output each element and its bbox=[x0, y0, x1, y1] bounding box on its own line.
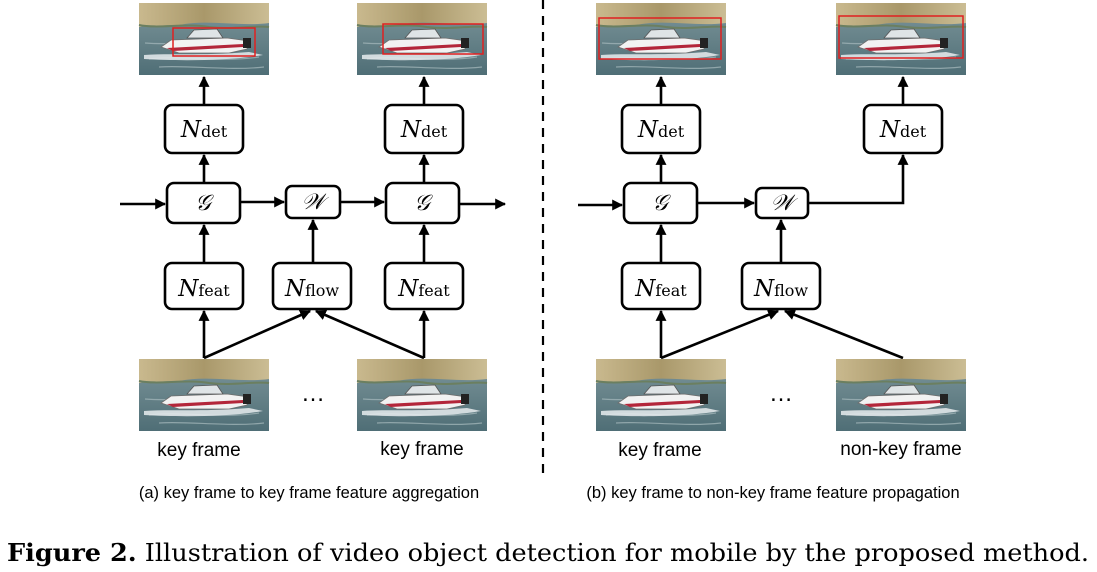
panel-a-flow-node: Nflow bbox=[271, 261, 353, 311]
figure-caption-lead: Figure 2. bbox=[7, 538, 137, 567]
panel-a-output-right-image bbox=[356, 2, 488, 76]
panel-b-flow-node: Nflow bbox=[740, 261, 822, 311]
svg-text:Nfeat: Nfeat bbox=[177, 276, 230, 302]
panel-b-arrow-non-key-frame-to-flow bbox=[783, 309, 904, 360]
panel-b-left-frame-label: key frame bbox=[618, 440, 701, 461]
panel-b-ellipsis: … bbox=[769, 380, 793, 407]
panel-a-output-left-detection-box bbox=[172, 27, 256, 57]
svg-text:Nflow: Nflow bbox=[284, 276, 339, 302]
panel-a-input-right-image bbox=[356, 358, 488, 432]
panel-a-input-left-image bbox=[138, 358, 270, 432]
svg-text:Ndet: Ndet bbox=[400, 117, 448, 143]
panel-a-left-frame-label: key frame bbox=[157, 440, 240, 461]
panel-b-output-right-image bbox=[835, 2, 967, 76]
svg-text:Nfeat: Nfeat bbox=[397, 276, 450, 302]
panel-b-aggregate-node: 𝒢 bbox=[622, 181, 699, 225]
panel-b-right-frame-label: non-key frame bbox=[840, 439, 961, 460]
panel-b-output-left-detection-box bbox=[598, 17, 722, 60]
panel-b: Ndet Ndet 𝒢 𝒲 Nfeat Nflow bbox=[578, 2, 967, 502]
panel-a-arrow-right-frame-to-flow bbox=[314, 309, 425, 360]
panel-a-det-node-left: Ndet bbox=[163, 103, 245, 155]
panel-a-arrow-left-frame-to-flow bbox=[203, 309, 311, 360]
panel-b-caption: (b) key frame to non-key frame feature p… bbox=[586, 484, 959, 502]
svg-text:Ndet: Ndet bbox=[180, 117, 228, 143]
panel-a-ellipsis: … bbox=[301, 380, 325, 407]
panel-b-arrow-warp-to-det-right bbox=[808, 153, 909, 205]
panel-b-arrow-key-frame-to-flow bbox=[660, 309, 780, 360]
panel-a-feat-node-right: Nfeat bbox=[383, 261, 465, 311]
panel-a: Ndet Ndet 𝒢 𝒲 𝒢 Nfeat Nflow Nfeat bbox=[120, 2, 507, 502]
svg-text:Nflow: Nflow bbox=[753, 276, 808, 302]
svg-text:𝒢: 𝒢 bbox=[414, 191, 433, 216]
panel-a-aggregate-node-right: 𝒢 bbox=[384, 181, 461, 225]
svg-text:Ndet: Ndet bbox=[637, 117, 685, 143]
svg-text:𝒢: 𝒢 bbox=[652, 191, 671, 216]
figure-caption-text: Illustration of video object detection f… bbox=[145, 539, 1089, 567]
panel-a-aggregate-node-left: 𝒢 bbox=[165, 181, 242, 225]
svg-text:𝒢: 𝒢 bbox=[195, 191, 214, 216]
panel-b-input-right-image bbox=[835, 358, 967, 432]
panel-b-input-left-image bbox=[595, 358, 727, 432]
svg-text:Ndet: Ndet bbox=[879, 117, 927, 143]
panel-b-det-node-left: Ndet bbox=[620, 103, 702, 155]
panel-b-det-node-right: Ndet bbox=[862, 103, 944, 155]
panel-a-right-frame-label: key frame bbox=[380, 439, 463, 460]
panel-b-feat-node: Nfeat bbox=[620, 261, 702, 311]
panel-a-output-left-image bbox=[138, 2, 270, 76]
panel-b-output-right-detection-box bbox=[838, 15, 964, 59]
panel-a-feat-node-left: Nfeat bbox=[163, 261, 245, 311]
panel-b-warp-node: 𝒲 bbox=[754, 186, 810, 220]
panel-b-output-left-image bbox=[595, 2, 727, 76]
figure-caption: Figure 2. Illustration of video object d… bbox=[7, 538, 1089, 567]
svg-text:Nfeat: Nfeat bbox=[634, 276, 687, 302]
panel-a-output-right-detection-box bbox=[382, 23, 484, 55]
panel-a-det-node-right: Ndet bbox=[383, 103, 465, 155]
panel-a-warp-node: 𝒲 bbox=[284, 184, 342, 220]
panel-a-caption: (a) key frame to key frame feature aggre… bbox=[139, 484, 479, 502]
